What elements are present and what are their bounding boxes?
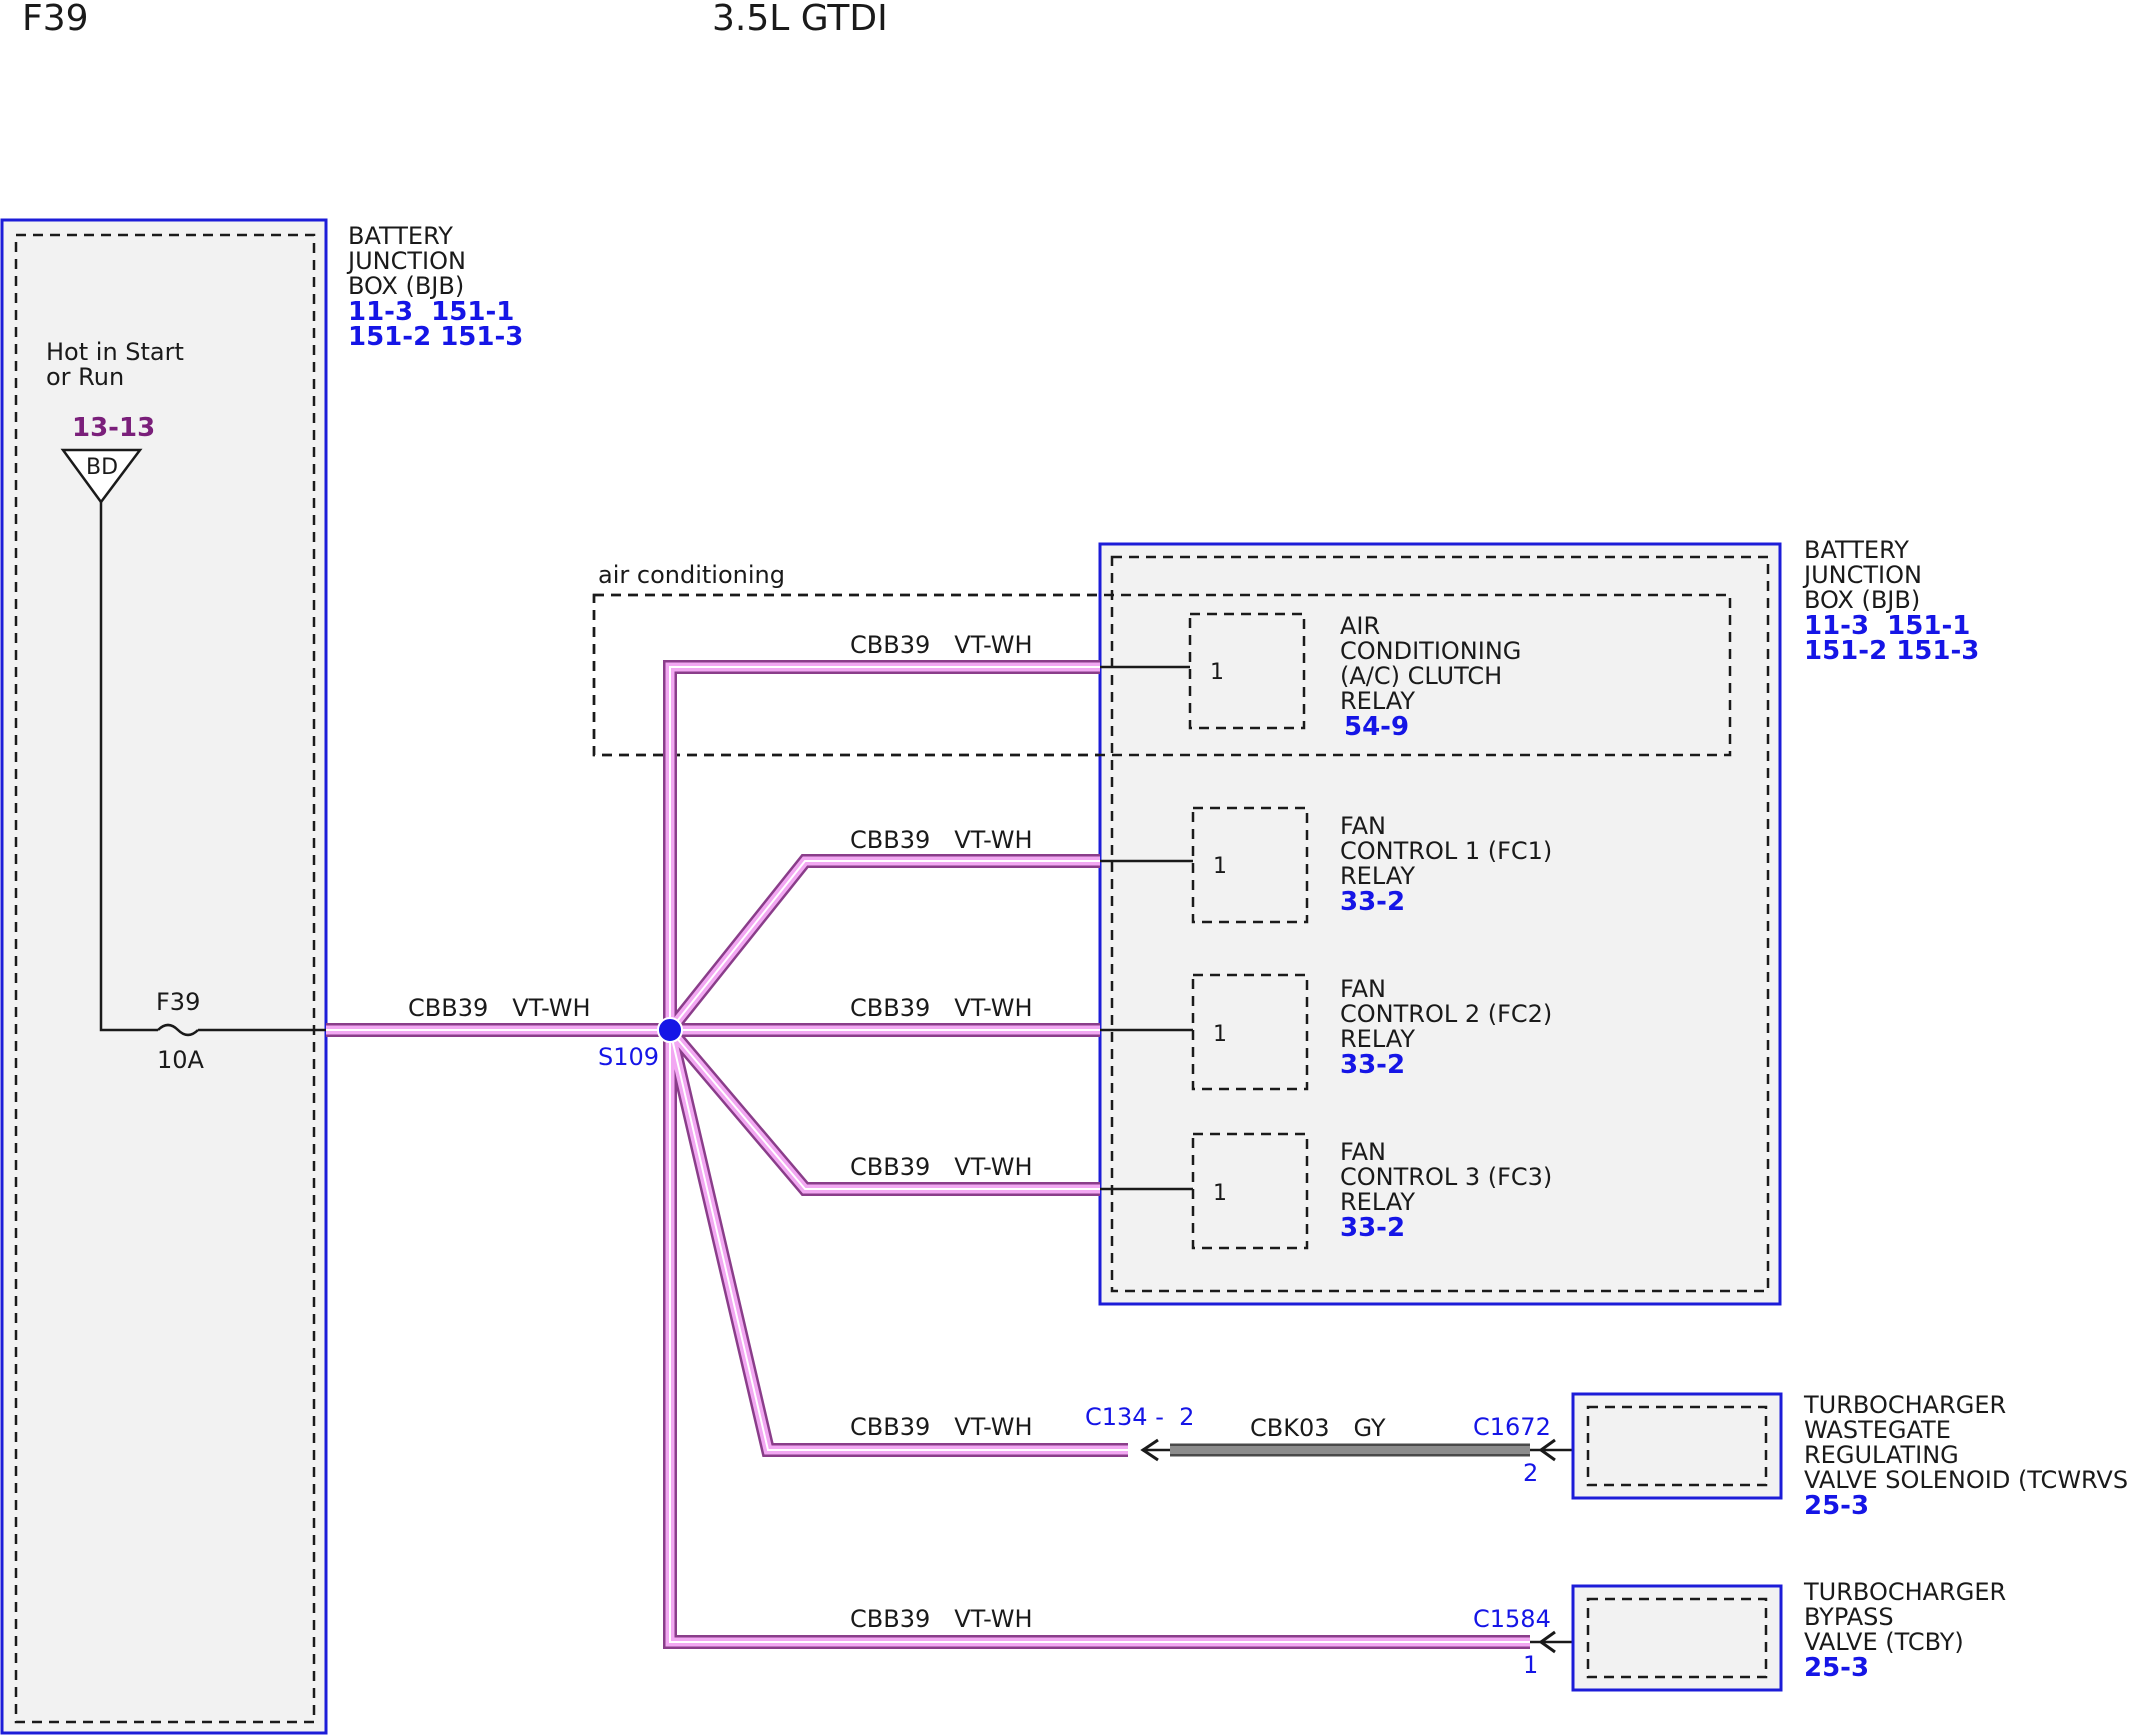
splice-s109[interactable] (657, 1017, 683, 1043)
relay-1-name: FAN CONTROL 1 (FC1) RELAY (1340, 812, 1560, 890)
fuse-icon (157, 1023, 199, 1037)
relay-2-box[interactable] (1191, 973, 1309, 1091)
bjb-left-refs[interactable]: 11-3 151-1 151-2 151-3 (348, 297, 523, 352)
relay-2-pin: 1 (1213, 1022, 1227, 1047)
bjb-left-box[interactable] (0, 218, 328, 1735)
bypass-valve-ref[interactable]: 25-3 (1804, 1653, 1869, 1683)
wastegate-solenoid-inner (1586, 1405, 1768, 1487)
vt-wh-wires (326, 660, 1530, 1649)
bypass-valve-box[interactable] (1571, 1584, 1783, 1692)
bypass-valve-inner (1586, 1597, 1768, 1679)
splice-id[interactable]: S109 (598, 1043, 659, 1071)
fuse-id: F39 (156, 988, 200, 1016)
relay-0-name: AIR CONDITIONING (A/C) CLUTCH RELAY (1340, 612, 1529, 715)
relay-1-pin: 1 (1213, 854, 1227, 879)
relay-1-box[interactable] (1191, 806, 1309, 924)
relay-0-box[interactable] (1188, 612, 1306, 730)
relay-3-box[interactable] (1191, 1132, 1309, 1250)
bjb-left-inner (14, 233, 316, 1724)
bjb-right-name: BATTERY JUNCTION BOX (BJB) (1802, 536, 1930, 614)
inline-connector-c134[interactable]: C134 - 2 (1085, 1403, 1194, 1431)
connector-c1584-pin: 1 (1523, 1651, 1538, 1679)
relay-3-name: FAN CONTROL 3 (FC3) RELAY (1340, 1138, 1560, 1216)
relay-1-ref[interactable]: 33-2 (1340, 887, 1405, 917)
connector-c1672[interactable]: C1672 (1473, 1413, 1551, 1441)
header-engine: 3.5L GTDI (712, 0, 888, 39)
ac-group-label: air conditioning (598, 561, 785, 589)
relay-3-ref[interactable]: 33-2 (1340, 1213, 1405, 1243)
power-source-ref[interactable]: 13-13 (72, 413, 155, 443)
bjb-right-inner (1110, 555, 1770, 1293)
relay-2-name: FAN CONTROL 2 (FC2) RELAY (1340, 975, 1560, 1053)
feed-wire (99, 502, 158, 1032)
power-source-label: Hot in Start or Run (46, 338, 192, 391)
header-fuse-id: F39 (22, 0, 89, 39)
connector-c1672-pin: 2 (1523, 1459, 1538, 1487)
fuse-rating: 10A (157, 1046, 205, 1074)
ac-group-box-overlay (592, 593, 1732, 757)
relay-3-pin: 1 (1213, 1181, 1227, 1206)
bd-triangle-icon (60, 448, 143, 505)
wastegate-solenoid-name: TURBOCHARGER WASTEGATE REGULATING VALVE … (1803, 1391, 2130, 1494)
relay-0-ref[interactable]: 54-9 (1344, 712, 1409, 742)
connector-c1584[interactable]: C1584 (1473, 1605, 1551, 1633)
wastegate-solenoid-ref[interactable]: 25-3 (1804, 1491, 1869, 1521)
bjb-left-name: BATTERY JUNCTION BOX (BJB) (346, 222, 474, 300)
wastegate-solenoid-box[interactable] (1571, 1392, 1783, 1500)
power-source-symbol: BD (86, 455, 118, 480)
bypass-valve-name: TURBOCHARGER BYPASS VALVE (TCBY) (1803, 1578, 2014, 1656)
bjb-right-refs[interactable]: 11-3 151-1 151-2 151-3 (1804, 611, 1979, 666)
relay-0-pin: 1 (1210, 660, 1224, 685)
relay-2-ref[interactable]: 33-2 (1340, 1050, 1405, 1080)
